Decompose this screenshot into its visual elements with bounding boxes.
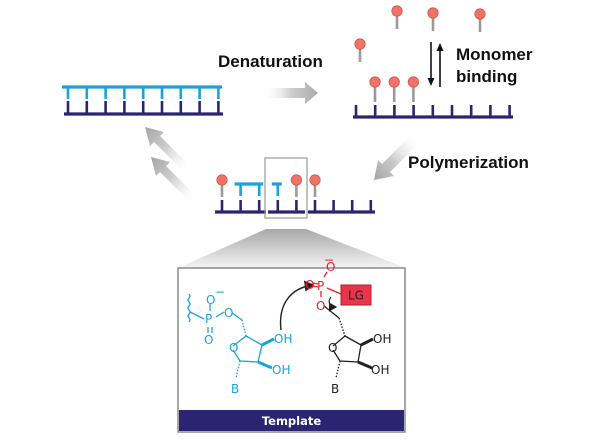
leaving-group-label: LG bbox=[348, 289, 364, 303]
monomer-head bbox=[388, 76, 400, 88]
atom-O: O bbox=[224, 306, 233, 320]
activated-phosphate-atoms: O O − P O bbox=[305, 253, 335, 313]
polymerizing-strand bbox=[215, 174, 375, 214]
atom-O: O bbox=[206, 293, 215, 307]
monomer-head bbox=[474, 8, 486, 20]
hydroxyl: OH bbox=[274, 332, 292, 346]
incoming-monomer-atoms: O OH OH B bbox=[328, 332, 391, 396]
incoming-monomer bbox=[323, 305, 374, 379]
monomer-binding-label-line2: binding bbox=[456, 67, 517, 86]
base: B bbox=[331, 382, 339, 396]
monomer-head bbox=[391, 5, 403, 17]
return-arrow-upper bbox=[145, 127, 190, 172]
zoom-window bbox=[264, 157, 308, 219]
leaving-arrow-icon bbox=[328, 296, 338, 312]
attack-arrow-icon bbox=[279, 280, 315, 331]
monomer-head bbox=[407, 76, 419, 88]
charge: − bbox=[324, 253, 334, 267]
polymerization-label: Polymerization bbox=[408, 153, 529, 172]
single-template-strand bbox=[353, 76, 513, 119]
atom-O: O bbox=[326, 260, 335, 274]
denaturation-arrow bbox=[263, 82, 318, 104]
zoom-funnel bbox=[178, 229, 406, 268]
monomer-head bbox=[354, 38, 366, 50]
duplex-strand bbox=[62, 85, 223, 116]
base: B bbox=[231, 382, 239, 396]
hydroxyl: OH bbox=[371, 363, 389, 377]
monomer-head bbox=[309, 174, 321, 186]
free-monomers bbox=[354, 5, 486, 62]
hydroxyl: OH bbox=[373, 332, 391, 346]
equilibrium-arrows-icon bbox=[427, 42, 444, 87]
ring-oxygen: O bbox=[328, 341, 337, 355]
atom-P: P bbox=[205, 312, 212, 326]
activated-phosphate bbox=[312, 271, 342, 297]
denaturation-label: Denaturation bbox=[218, 52, 323, 71]
template-nucleotide-atoms: O − P O O O OH OH B bbox=[204, 285, 292, 396]
template-label: Template bbox=[262, 414, 322, 428]
charge: − bbox=[215, 285, 225, 299]
atom-O: O bbox=[204, 333, 213, 347]
atom-O: O bbox=[316, 299, 325, 313]
monomer-head bbox=[216, 174, 228, 186]
polymerization-arrow bbox=[374, 136, 418, 180]
hydroxyl: OH bbox=[272, 363, 290, 377]
monomer-head bbox=[427, 7, 439, 19]
backbone-wavy-line bbox=[187, 293, 191, 323]
leaving-group-box bbox=[340, 284, 372, 306]
ring-oxygen: O bbox=[229, 341, 238, 355]
atom-P: P bbox=[317, 279, 324, 293]
return-arrow-lower bbox=[151, 157, 196, 202]
leaving-group: LG bbox=[340, 284, 372, 306]
monomer-binding-label-line1: Monomer bbox=[456, 45, 533, 64]
atom-O: O bbox=[305, 278, 314, 292]
template-bar bbox=[179, 410, 404, 431]
monomer-head bbox=[290, 174, 302, 186]
monomer-head bbox=[369, 76, 381, 88]
chemistry-inset: Template O − P O O O bbox=[177, 253, 406, 433]
template-nucleotide bbox=[187, 293, 275, 379]
